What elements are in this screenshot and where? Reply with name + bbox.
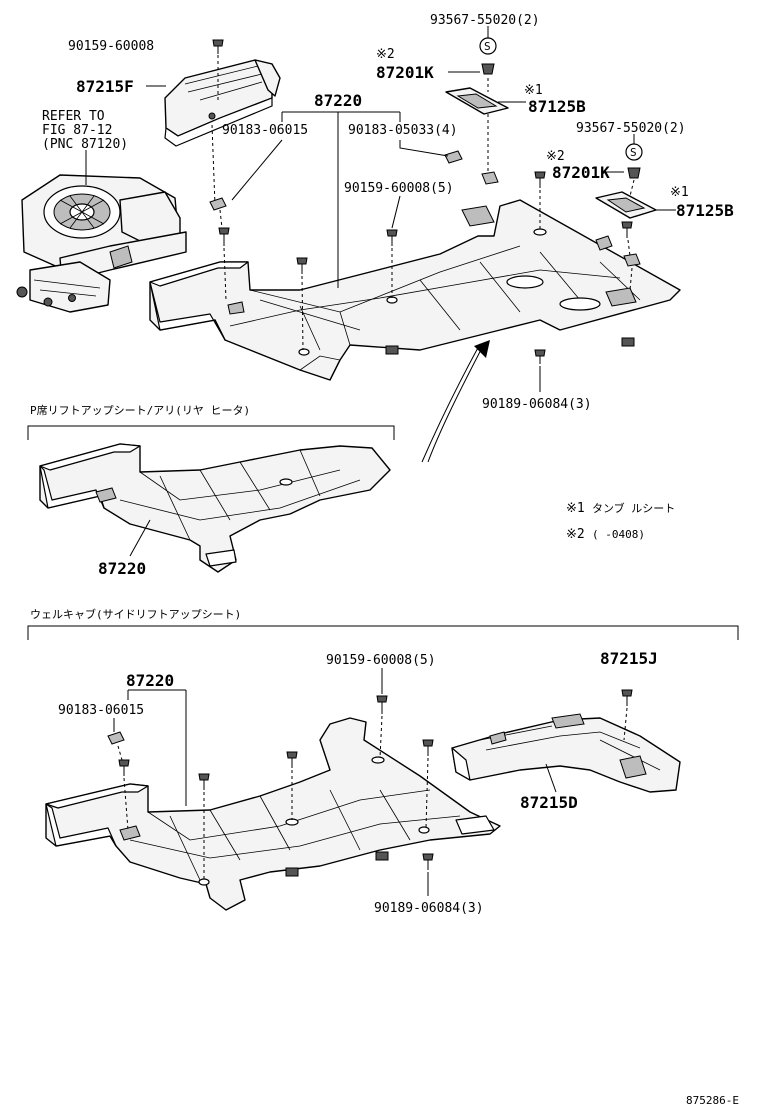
label-93567-55020-a: 93567-55020(2) xyxy=(430,13,540,28)
clip-icon xyxy=(444,150,463,164)
section-bracket-welcab xyxy=(27,625,739,640)
legend-note1-text: タンブ ルシート xyxy=(592,501,675,515)
screw-icon xyxy=(218,227,230,246)
label-90159-60008-5-low: 90159-60008(5) xyxy=(326,653,436,668)
label-refer-line1: REFER TO xyxy=(42,109,105,124)
label-90183-06015-main: 90183-06015 xyxy=(222,123,308,138)
screw-icon xyxy=(534,171,546,188)
label-87125B-a: 87125B xyxy=(528,97,586,116)
screw-icon xyxy=(118,759,130,776)
label-87220-welcab: 87220 xyxy=(126,671,174,690)
screw-icon xyxy=(198,773,210,790)
label-90183-06015-low: 90183-06015 xyxy=(58,703,144,718)
clip-icon xyxy=(481,171,499,185)
duct-87215D-drawing xyxy=(451,713,681,793)
label-note2-b: ※2 xyxy=(546,149,565,164)
clip-icon xyxy=(107,731,125,745)
legend-note2-symbol: ※2 xyxy=(566,527,585,542)
nut-icon xyxy=(285,867,299,877)
screw-icon xyxy=(296,257,308,274)
screw-icon xyxy=(422,739,434,756)
blower-assembly-drawing xyxy=(16,150,187,313)
washer-symbol: S xyxy=(484,40,491,53)
label-87201K-a: 87201K xyxy=(376,63,434,82)
screw-icon xyxy=(376,695,388,714)
label-87215J: 87215J xyxy=(600,649,658,668)
label-90189-06084-main: 90189-06084(3) xyxy=(482,397,592,412)
clip-icon xyxy=(623,253,641,267)
label-refer-line2: FIG 87-12 xyxy=(42,123,112,138)
label-87220-main: 87220 xyxy=(314,91,362,110)
label-87215D: 87215D xyxy=(520,793,578,812)
section-title-welcab: ウェルキャブ(サイドリフトアップシート) xyxy=(30,607,241,621)
label-90183-05033: 90183-05033(4) xyxy=(348,123,458,138)
nut-icon xyxy=(375,851,389,861)
grommet-icon xyxy=(627,167,641,179)
grommet-icon xyxy=(481,63,495,75)
pad-87125B-drawing xyxy=(445,87,509,115)
screw-icon xyxy=(534,349,546,364)
label-note2-a: ※2 xyxy=(376,47,395,62)
pad-87125B-right-drawing xyxy=(595,191,657,219)
label-90159-60008: 90159-60008 xyxy=(68,39,154,54)
label-87220-rear-heater: 87220 xyxy=(98,559,146,578)
screw-icon xyxy=(422,853,434,870)
label-93567-55020-b: 93567-55020(2) xyxy=(576,121,686,136)
legend-note2-text: ( -0408) xyxy=(592,528,645,541)
nut-icon xyxy=(385,345,399,355)
screw-icon xyxy=(621,689,633,706)
label-note1-b: ※1 xyxy=(670,185,689,200)
label-note1-a: ※1 xyxy=(524,83,543,98)
label-87201K-b: 87201K xyxy=(552,163,610,182)
screw-icon xyxy=(621,221,633,238)
figure-code: 875286-E xyxy=(686,1094,739,1107)
washer-symbol: S xyxy=(630,146,637,159)
label-87125B-b: 87125B xyxy=(676,201,734,220)
undercover-87220-welcab-drawing xyxy=(45,717,501,911)
nut-icon xyxy=(621,337,635,347)
screw-icon xyxy=(386,229,398,246)
clip-icon xyxy=(595,235,613,251)
clip-icon xyxy=(209,197,227,211)
legend-note1-symbol: ※1 xyxy=(566,501,585,516)
screw-icon xyxy=(286,751,298,768)
label-87215F: 87215F xyxy=(76,77,134,96)
label-refer-line3: (PNC 87120) xyxy=(42,137,128,152)
undercover-87220-drawing xyxy=(149,199,681,381)
label-90159-60008-5-main: 90159-60008(5) xyxy=(344,181,454,196)
screw-icon xyxy=(212,39,224,54)
undercover-87220-rear-heater-drawing xyxy=(39,443,391,573)
section-bracket-rear-heater xyxy=(27,425,395,440)
label-90189-06084-low: 90189-06084(3) xyxy=(374,901,484,916)
section-title-rear-heater: P席リフトアップシート/アリ(リヤ ヒータ) xyxy=(30,403,250,417)
